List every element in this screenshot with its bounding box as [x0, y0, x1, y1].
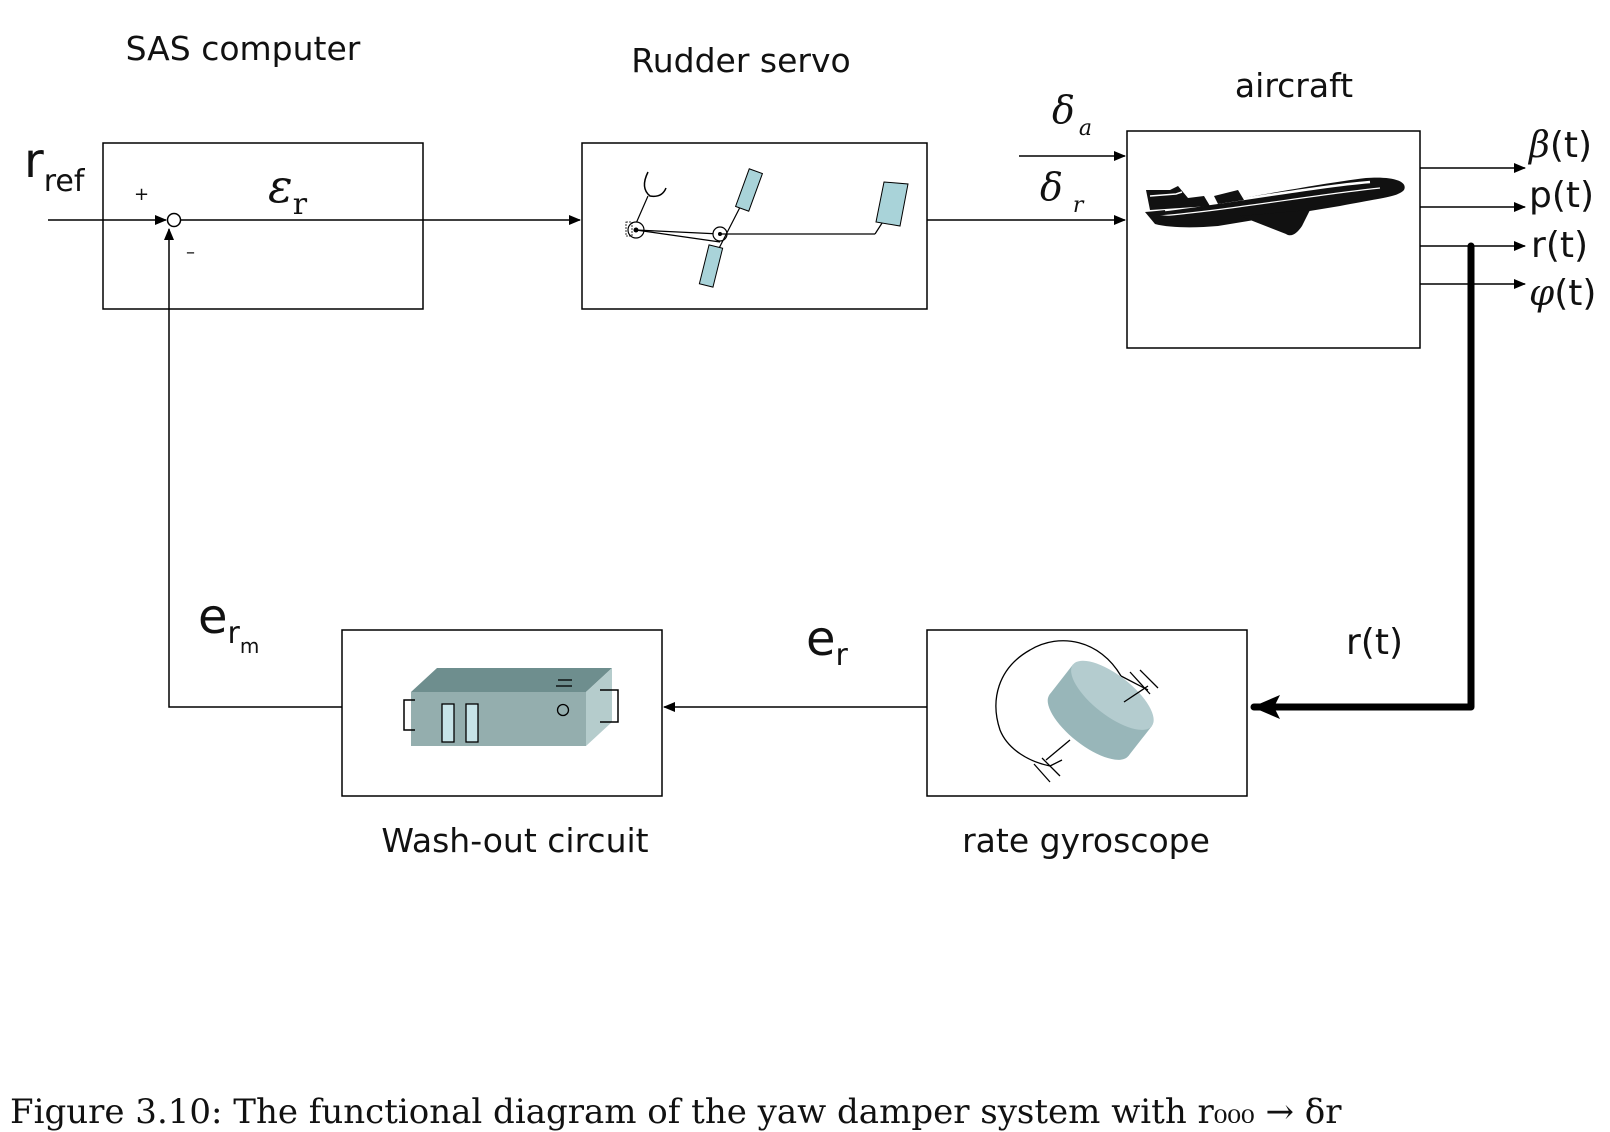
aircraft-silhouette — [1145, 177, 1405, 236]
output-beta-label: β(t) — [1527, 125, 1592, 166]
summing-junction — [166, 212, 182, 228]
aircraft-title: aircraft — [1235, 66, 1353, 105]
rate-gyro-title: rate gyroscope — [962, 821, 1210, 860]
e-rm-label: erm — [198, 589, 259, 658]
aircraft-block — [1126, 130, 1421, 349]
figure-caption: Figure 3.10: The functional diagram of t… — [10, 1092, 1342, 1132]
r-ref-label: rref — [24, 133, 86, 199]
rudder-servo-illustration — [625, 168, 909, 288]
washout-to-junction-wire — [164, 228, 342, 708]
minus-sign: – — [186, 242, 195, 263]
sas-computer-block — [102, 142, 424, 310]
plus-sign: + — [134, 184, 149, 205]
output-p-label: p(t) — [1529, 175, 1594, 216]
sas-computer-title: SAS computer — [126, 29, 361, 68]
output-phi-label: φ(t) — [1529, 273, 1596, 314]
r-feedback-thick-wire — [1250, 242, 1475, 719]
washout-illustration — [403, 668, 619, 746]
r-t-feedback-label: r(t) — [1346, 622, 1403, 663]
epsilon-r-label: εr — [268, 159, 308, 222]
rate-gyro-illustration — [995, 640, 1159, 783]
washout-title: Wash-out circuit — [381, 821, 648, 860]
output-r-label: r(t) — [1531, 225, 1588, 266]
e-r-label: er — [806, 611, 849, 673]
rudder-servo-title: Rudder servo — [631, 41, 850, 80]
